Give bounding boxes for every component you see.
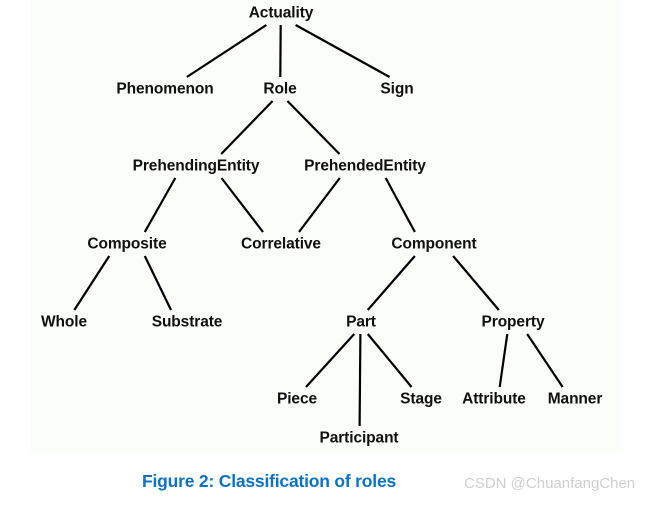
tree-edge-composite-whole [73, 255, 111, 311]
tree-edge-prehendingentity-composite [143, 177, 177, 233]
tree-node-attribute: Attribute [462, 390, 526, 408]
tree-edge-component-property [452, 255, 500, 311]
tree-node-part: Part [346, 313, 376, 331]
tree-edge-composite-substrate [143, 255, 173, 311]
tree-node-manner: Manner [547, 390, 603, 408]
tree-node-stage: Stage [400, 390, 442, 408]
tree-node-prehendedentity: PrehendedEntity [304, 157, 426, 175]
tree-edge-property-attribute [498, 333, 509, 388]
tree-node-role: Role [263, 80, 297, 98]
tree-edge-part-stage [366, 333, 413, 388]
tree-edge-part-piece [305, 333, 356, 388]
tree-edge-prehendedentity-component [384, 177, 416, 233]
tree-node-whole: Whole [41, 313, 87, 331]
tree-edge-role-prehendingentity [220, 100, 274, 155]
tree-edge-component-part [366, 255, 416, 311]
figure-panel [31, 0, 621, 453]
figure-caption: Figure 2: Classification of roles [142, 471, 397, 491]
tree-node-piece: Piece [276, 390, 318, 408]
tree-node-property: Property [481, 313, 545, 331]
tree-edge-part-participant [358, 333, 362, 427]
tree-node-actuality: Actuality [248, 4, 314, 22]
tree-node-composite: Composite [87, 235, 167, 253]
tree-node-component: Component [391, 235, 477, 253]
tree-edge-actuality-phenomenon [186, 24, 267, 78]
tree-edge-prehendedentity-correlative [298, 177, 341, 233]
tree-node-prehendingentity: PrehendingEntity [132, 157, 260, 175]
tree-node-substrate: Substrate [151, 313, 223, 331]
watermark-text: CSDN @ChuanfangChen [464, 475, 636, 492]
tree-edge-property-manner [526, 333, 564, 388]
tree-node-sign: Sign [380, 80, 414, 98]
tree-edge-role-prehendedentity [286, 100, 341, 155]
tree-node-correlative: Correlative [241, 235, 321, 253]
caption-row: Figure 2: Classification of roles CSDN @… [0, 471, 654, 501]
tree-node-phenomenon: Phenomenon [116, 80, 214, 98]
tree-node-participant: Participant [319, 429, 399, 447]
tree-edges [73, 24, 564, 427]
tree-edge-prehendingentity-correlative [220, 177, 264, 233]
tree-edge-actuality-sign [295, 24, 391, 78]
